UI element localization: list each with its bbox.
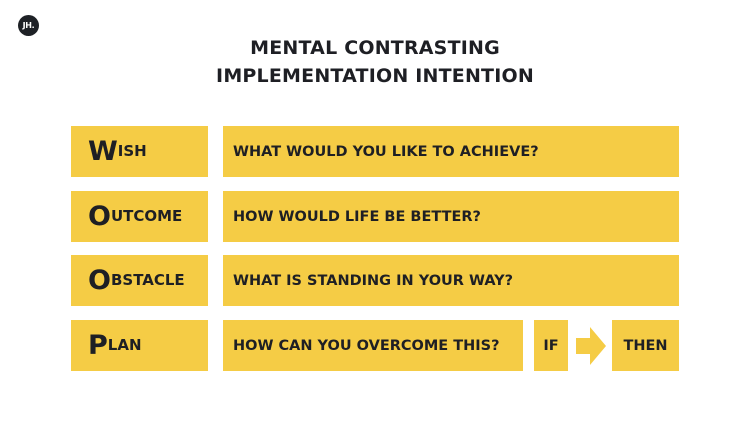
question-obstacle: WHAT IS STANDING IN YOUR WAY? [223, 255, 679, 306]
label-initial: W [88, 136, 118, 167]
question-text: HOW WOULD LIFE BE BETTER? [233, 208, 481, 225]
label-rest: BSTACLE [110, 271, 185, 289]
then-label: THEN [623, 337, 668, 354]
label-initial: O [88, 201, 111, 232]
label-initial: P [88, 330, 108, 361]
question-text: WHAT WOULD YOU LIKE TO ACHIEVE? [233, 143, 539, 160]
title-line-2: IMPLEMENTATION INTENTION [216, 65, 534, 87]
question-wish: WHAT WOULD YOU LIKE TO ACHIEVE? [223, 126, 679, 177]
question-text: WHAT IS STANDING IN YOUR WAY? [233, 272, 514, 289]
title-line-1: MENTAL CONTRASTING [250, 37, 500, 59]
label-initial: O [88, 265, 111, 296]
label-rest: ISH [117, 142, 147, 160]
question-plan: HOW CAN YOU OVERCOME THIS? [223, 320, 523, 371]
question-text: HOW CAN YOU OVERCOME THIS? [233, 337, 500, 354]
jh-logo: JH. [18, 15, 39, 36]
if-box: IF [534, 320, 568, 371]
arrow-right-icon [576, 327, 606, 365]
page-title: MENTAL CONTRASTING IMPLEMENTATION INTENT… [0, 34, 750, 90]
if-label: IF [543, 337, 559, 354]
label-rest: UTCOME [110, 207, 183, 225]
label-rest: LAN [107, 336, 142, 354]
then-box: THEN [612, 320, 679, 371]
question-outcome: HOW WOULD LIFE BE BETTER? [223, 191, 679, 242]
